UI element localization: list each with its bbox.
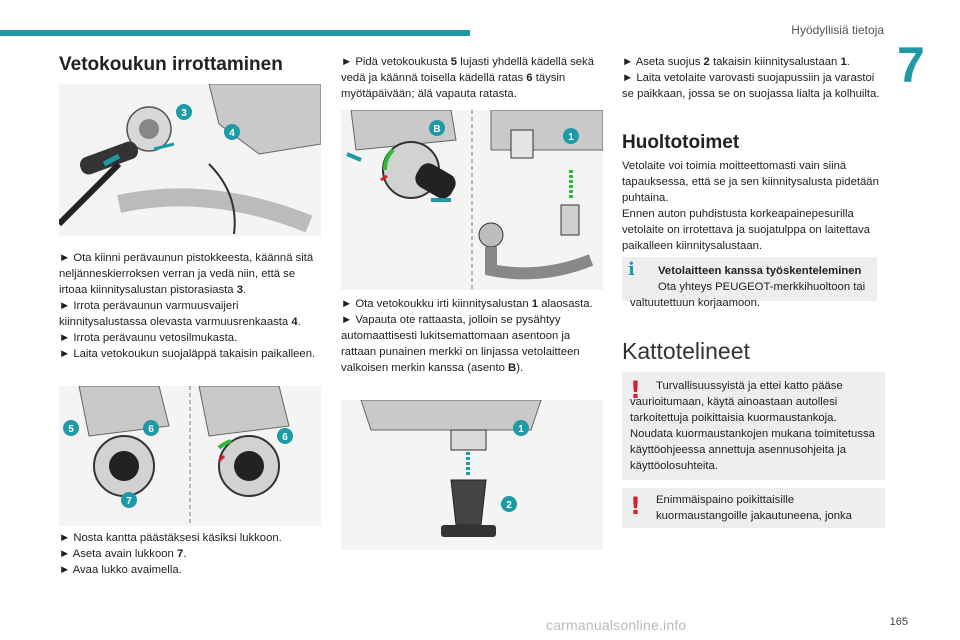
section-heading-roof-racks: Kattotelineet [622, 338, 750, 364]
marker-7-label: 7 [126, 496, 132, 507]
col1-para1-text: ► Ota kiinni perävaunun pistokkeesta, kä… [59, 252, 316, 360]
marker-2 [501, 496, 517, 512]
col1-para2: ► Nosta kantta päästäksesi käsiksi lukko… [59, 530, 321, 578]
marker-7 [121, 492, 137, 508]
col1-para2-text: ► Nosta kantta päästäksesi käsiksi lukko… [59, 532, 282, 576]
marker-2-label: 2 [506, 500, 512, 511]
marker-3-label: 3 [181, 108, 187, 119]
marker-1a-label: 1 [568, 132, 574, 143]
figure-coupling-release: B 1 [341, 110, 603, 290]
chapter-number: 7 [897, 37, 925, 93]
col3-para1-text: ► Aseta suojus 2 takaisin kiinnitysalust… [622, 56, 880, 100]
col1-para1: ► Ota kiinni perävaunun pistokkeesta, kä… [59, 250, 321, 362]
marker-3 [176, 104, 192, 120]
col2-para1: ► Pidä vetokoukusta 5 lujasti yhdellä kä… [341, 54, 603, 102]
header-title: Hyödyllisiä tietoja [791, 23, 884, 37]
info-icon: i [628, 259, 635, 280]
chapter-color-bar [0, 30, 470, 36]
marker-1a [563, 128, 579, 144]
marker-4-label: 4 [229, 128, 235, 139]
maintenance-section: Huoltotoimet Vetolaite voi toimia moitte… [622, 132, 885, 254]
marker-1b [513, 420, 529, 436]
marker-6b-label: 6 [282, 432, 288, 443]
section-heading-detach: Vetokoukun irrottaminen [59, 54, 283, 75]
info-content: Vetolaitteen kanssa työskenteleminen [658, 263, 869, 279]
illustration-cover: 1 2 [341, 400, 603, 550]
illustration-plug: 3 4 [59, 84, 321, 236]
col3-para1: ► Aseta suojus 2 takaisin kiinnitysalust… [622, 54, 885, 102]
marker-6a-label: 6 [148, 424, 154, 435]
marker-5 [63, 420, 79, 436]
col2-para2: ► Ota vetokoukku irti kiinnitysalustan 1… [341, 296, 603, 376]
marker-5-label: 5 [68, 424, 74, 435]
marker-1b-label: 1 [518, 424, 524, 435]
figure-cover: 1 2 [341, 400, 603, 550]
marker-6b [277, 428, 293, 444]
warning-icon: ! [630, 376, 641, 404]
warning-icon: ! [630, 492, 641, 520]
info-body: Ota yhteys PEUGEOT-merkkihuoltoon tai va… [630, 279, 869, 311]
warning-box-1: ! Turvallisuussyistä ja ettei katto pääs… [622, 372, 885, 480]
figure-lock: 5 6 7 6 [59, 386, 321, 526]
warning-box-2: ! Enimmäispaino poikittaisille kuormaust… [622, 488, 885, 528]
marker-b-label: B [433, 124, 440, 135]
col2-para1-text: ► Pidä vetokoukusta 5 lujasti yhdellä kä… [341, 56, 594, 100]
info-box: i Vetolaitteen kanssa työskenteleminen O… [622, 257, 877, 309]
section-heading-maintenance: Huoltotoimet [622, 132, 740, 153]
roof-rack-section: Kattotelineet [622, 338, 885, 365]
column-1: Vetokoukun irrottaminen [59, 54, 321, 76]
illustration-coupling: B 1 [341, 110, 603, 290]
marker-b [429, 120, 445, 136]
warning-text-2: Enimmäispaino poikittaisille kuormaustan… [656, 494, 852, 522]
watermark: carmanualsonline.info [546, 617, 687, 633]
marker-6a [143, 420, 159, 436]
info-title: Vetolaitteen kanssa työskenteleminen [658, 265, 862, 277]
col2-para2-text: ► Ota vetokoukku irti kiinnitysalustan 1… [341, 298, 593, 374]
maintenance-text: Vetolaite voi toimia moitteettomasti vai… [622, 160, 879, 252]
illustration-lock: 5 6 7 6 [59, 386, 321, 526]
warning-text-1: Turvallisuussyistä ja ettei katto pääse … [630, 380, 875, 472]
figure-plug-removal: 3 4 [59, 84, 321, 236]
marker-4 [224, 124, 240, 140]
page-number: 165 [889, 616, 908, 628]
info-text: Ota yhteys PEUGEOT-merkkihuoltoon tai va… [630, 281, 866, 309]
